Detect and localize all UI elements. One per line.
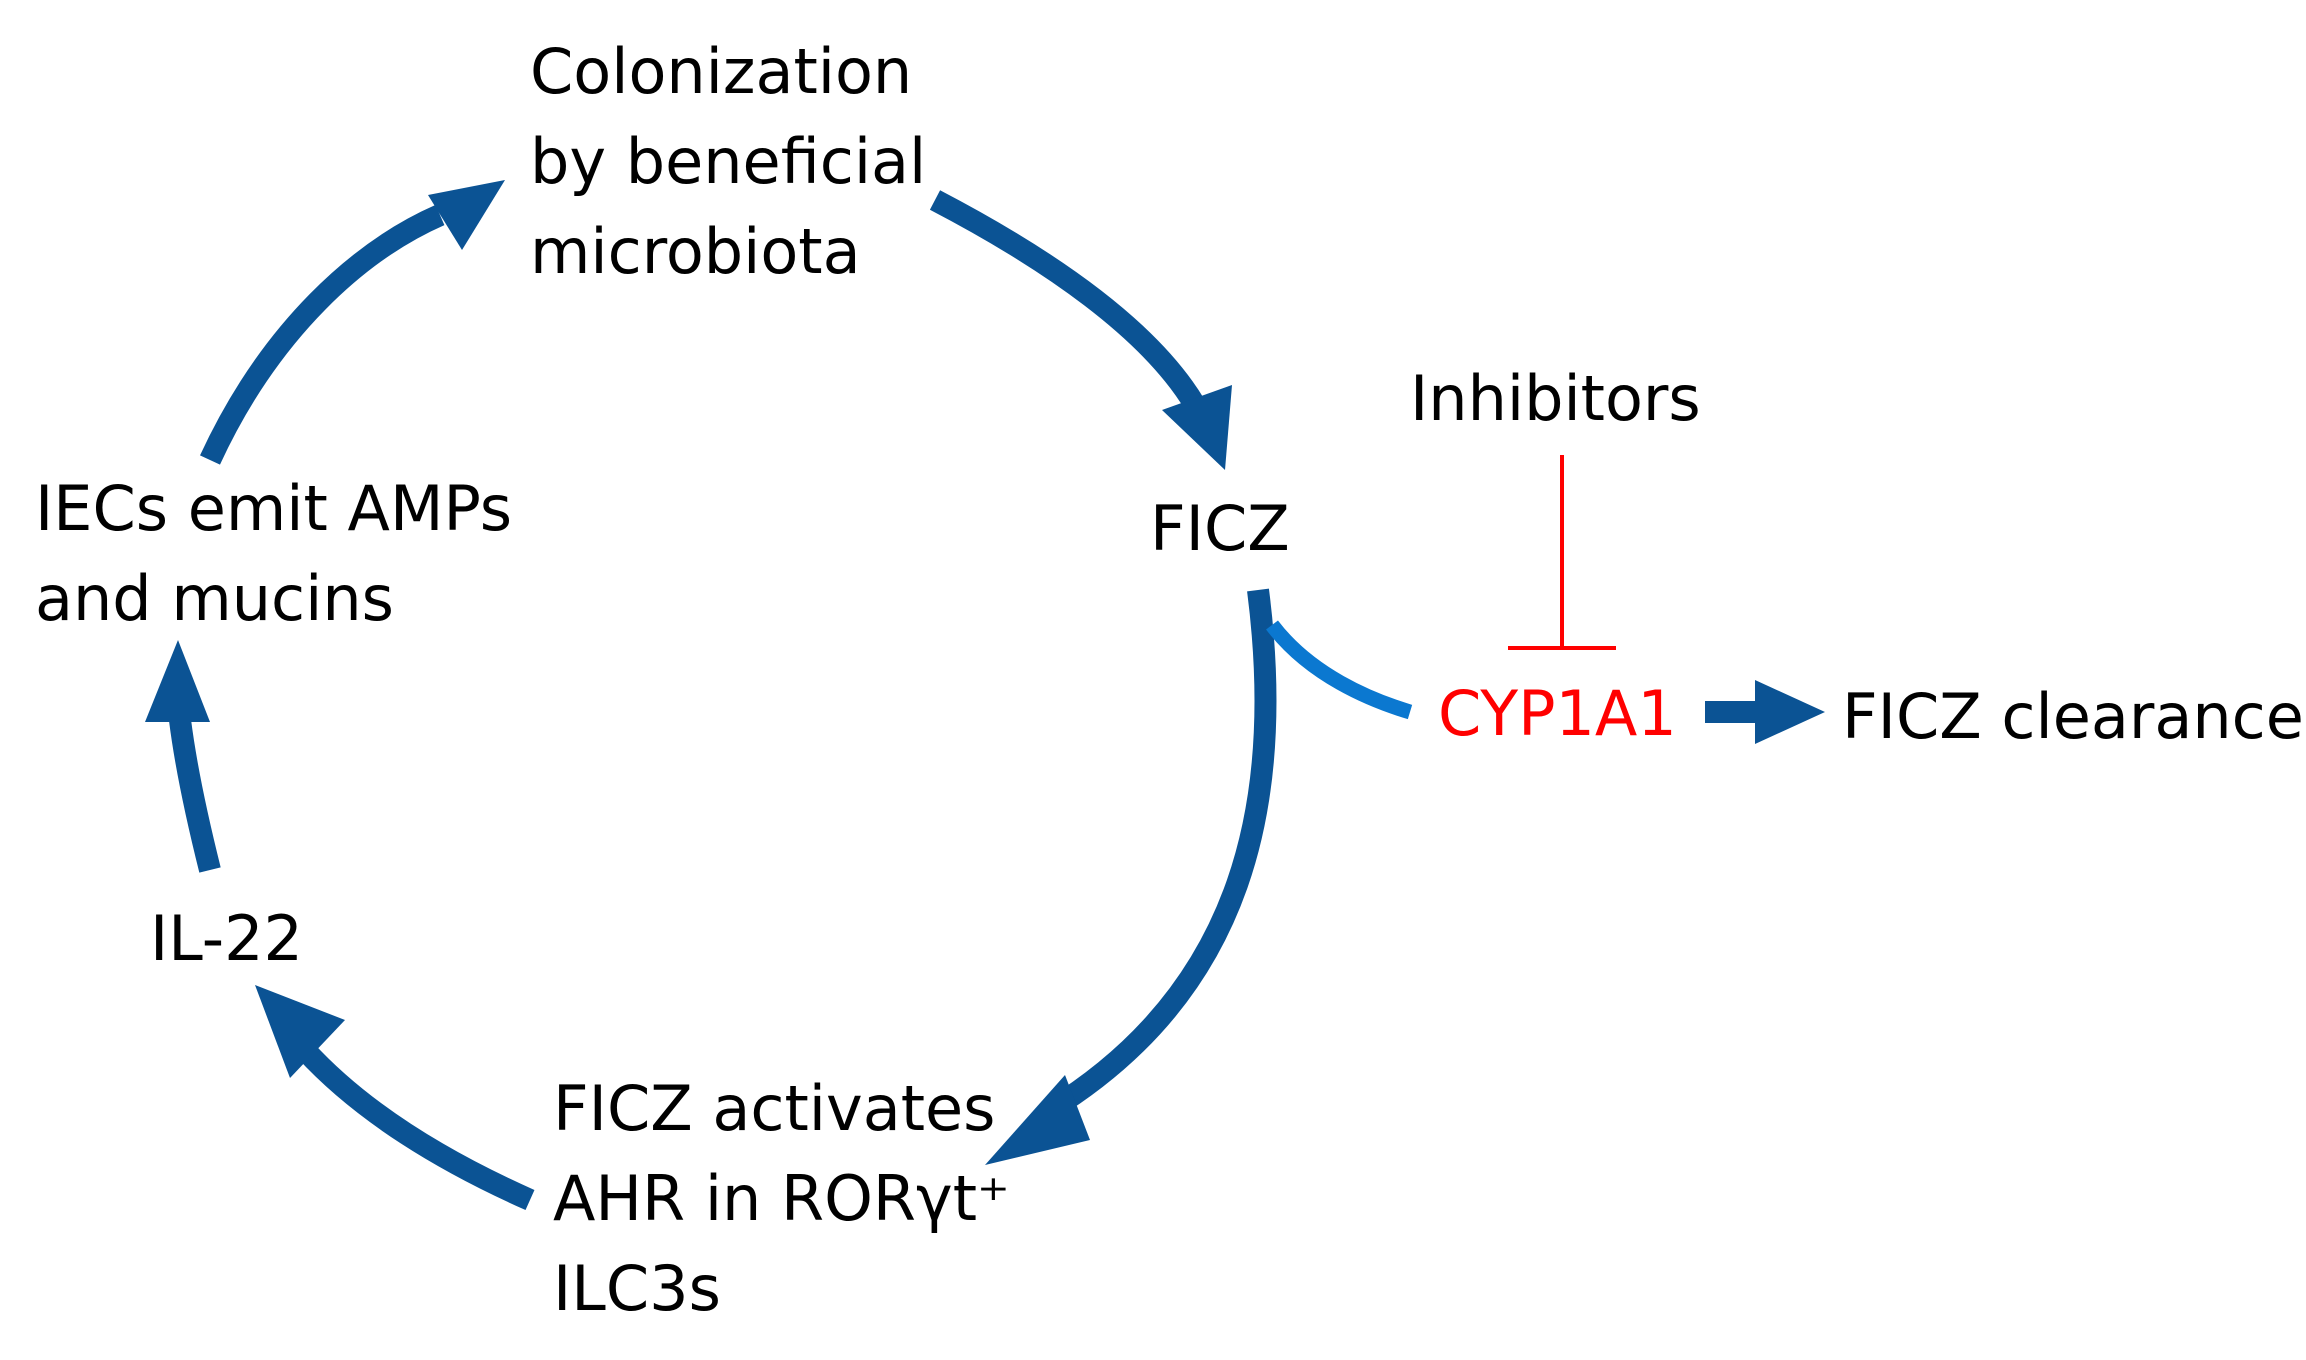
arrow-il22-to-iecs	[169, 718, 221, 873]
node-iecs: IECs emit AMPs and mucins	[35, 472, 532, 635]
ficz-to-cyp1a1-branch	[1266, 620, 1413, 720]
node-ficz-clearance: FICZ clearance	[1842, 680, 2304, 753]
node-ficz-clearance-line-1: FICZ clearance	[1842, 680, 2304, 753]
node-cyp1a1: CYP1A1	[1438, 677, 1677, 750]
arrow-ficz-to-ficz-activates	[1044, 588, 1277, 1120]
arrowhead-iecs-to-colonization	[428, 180, 505, 250]
arrow-iecs-to-colonization	[200, 204, 445, 465]
node-ficz-activates-line-2: AHR in RORγt⁺	[553, 1162, 1010, 1235]
arrow-cyp1a1-to-clearance-shaft	[1705, 701, 1760, 723]
arrowhead-ficz-activates-to-il22	[255, 985, 345, 1078]
node-cyp1a1-line-1: CYP1A1	[1438, 677, 1677, 750]
node-il22-line-1: IL-22	[150, 902, 303, 975]
node-iecs-line-1: IECs emit AMPs	[35, 472, 512, 545]
arrowhead-colonization-to-ficz	[1162, 385, 1232, 470]
arrowhead-ficz-to-ficz-activates	[985, 1075, 1090, 1165]
node-inhibitors: Inhibitors	[1410, 362, 1701, 435]
node-colonization-line-1: Colonization	[530, 35, 912, 108]
arrowhead-cyp1a1-to-clearance	[1755, 680, 1825, 744]
node-ficz-activates: FICZ activates AHR in RORγt⁺ ILC3s	[553, 1072, 1029, 1325]
node-inhibitors-line-1: Inhibitors	[1410, 362, 1701, 435]
arrowhead-il22-to-iecs	[145, 640, 210, 722]
arrow-colonization-to-ficz	[929, 190, 1205, 411]
node-iecs-line-2: and mucins	[35, 562, 394, 635]
node-ficz: FICZ	[1150, 492, 1290, 565]
node-ficz-activates-line-1: FICZ activates	[553, 1072, 995, 1145]
node-ficz-line-1: FICZ	[1150, 492, 1290, 565]
node-colonization-line-2: by beneficial	[530, 125, 926, 198]
node-colonization: Colonization by beneficial microbiota	[530, 35, 946, 288]
node-il22: IL-22	[150, 902, 303, 975]
node-ficz-activates-line-3: ILC3s	[553, 1252, 721, 1325]
arrow-ficz-activates-to-il22	[296, 1042, 535, 1211]
node-colonization-line-3: microbiota	[530, 215, 861, 288]
